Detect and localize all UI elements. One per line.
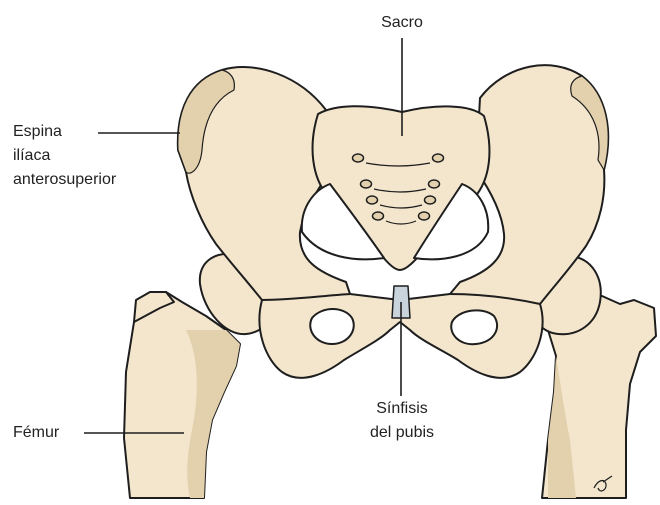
sacral-foramen <box>367 196 378 204</box>
sacral-foramen <box>433 154 444 162</box>
right-obturator-foramen <box>451 310 497 344</box>
sacral-foramen <box>425 196 436 204</box>
sacral-foramen <box>419 212 430 220</box>
asis-label-line-1: Espina <box>13 121 62 142</box>
sacral-foramen <box>373 212 384 220</box>
left-obturator-foramen <box>310 309 354 344</box>
asis-label-line-2: ilíaca <box>13 145 50 166</box>
sacral-foramen <box>361 180 372 188</box>
femur-label: Fémur <box>13 422 59 443</box>
sacral-foramen <box>353 154 364 162</box>
asis-label-line-3: anterosuperior <box>13 169 116 190</box>
sacrum-label: Sacro <box>362 12 442 33</box>
pubic-symphysis-label-line-1: Sínfisis <box>350 398 454 419</box>
pubic-symphysis-label-line-2: del pubis <box>350 422 454 443</box>
sacral-foramen <box>429 180 440 188</box>
